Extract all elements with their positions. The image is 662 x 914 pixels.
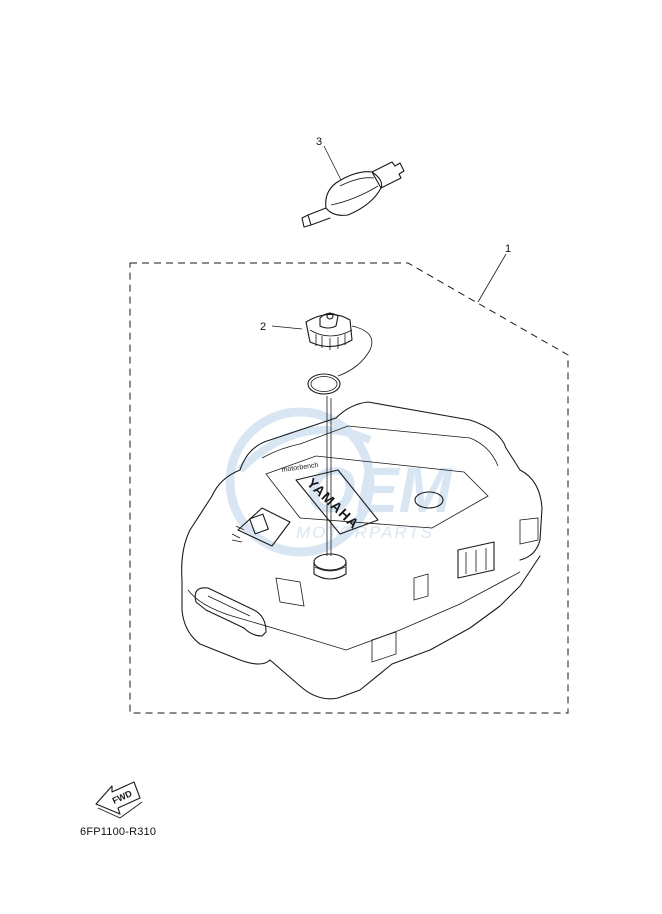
- primer-bulb: [301, 145, 405, 228]
- callout-part-1: 1: [505, 243, 511, 255]
- callout-part-3: 3: [316, 136, 322, 148]
- fwd-arrow-icon: FWD: [95, 781, 143, 819]
- watermark: OEM MOTORPARTS: [225, 407, 453, 557]
- assembly-boundary: [129, 262, 569, 714]
- watermark-main-text: OEM: [306, 454, 453, 526]
- watermark-sub-text: MOTORPARTS: [296, 523, 434, 542]
- watermark-swoosh: [237, 426, 372, 473]
- diagram-code: 6FP1100-R310: [80, 826, 157, 838]
- callout-part-2: 2: [260, 321, 266, 333]
- fuel-cap: [271, 312, 373, 556]
- watermark-globe: [225, 407, 375, 557]
